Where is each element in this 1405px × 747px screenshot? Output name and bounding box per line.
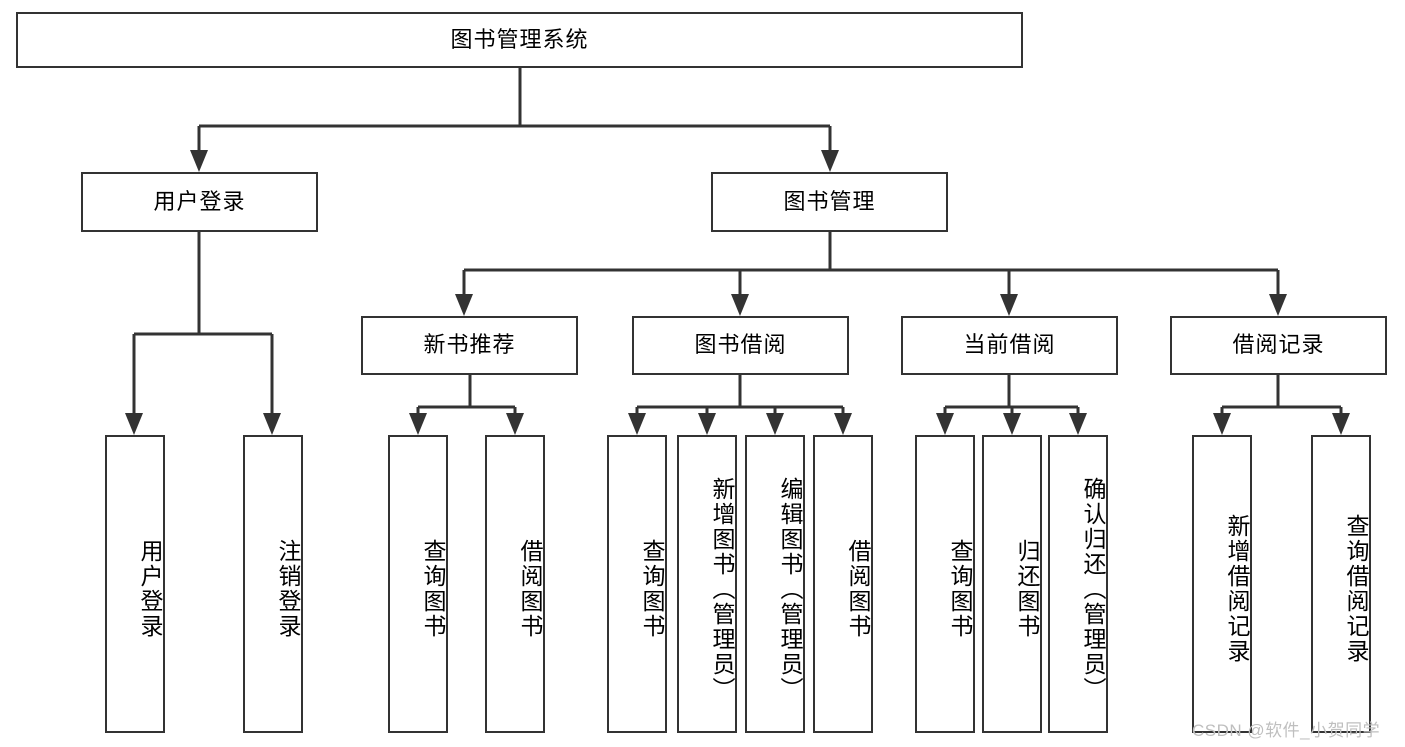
node-label: 归还图书 [1014, 539, 1040, 639]
node-leaf-borrow-book-2[interactable]: 借阅图书 [813, 435, 873, 733]
sub-arrow-2-1 [1003, 413, 1021, 435]
watermark-csdn: CSDN @软件_小贺同学 [1192, 721, 1381, 740]
node-label: 用户登录 [137, 539, 163, 639]
node-book-admin[interactable]: 图书管理 [711, 172, 948, 232]
sub-arrow-0-1 [506, 413, 524, 435]
sub-arrow-1-3 [834, 413, 852, 435]
sub-arrow-2-0 [936, 413, 954, 435]
node-label: 查询借阅记录 [1343, 514, 1369, 664]
book-admin-arrow-3 [1269, 294, 1287, 316]
sub-arrow-3-0 [1213, 413, 1231, 435]
node-label: 借阅图书 [517, 539, 543, 639]
node-current-borrow[interactable]: 当前借阅 [901, 316, 1118, 375]
node-label: 注销登录 [275, 539, 301, 639]
node-label: 用户登录 [153, 188, 246, 214]
root-arrow-0 [190, 150, 208, 172]
node-label: 图书管理系统 [450, 26, 589, 52]
node-label: 确认归还（管理员） [1080, 476, 1106, 702]
node-leaf-query-record[interactable]: 查询借阅记录 [1311, 435, 1371, 733]
root-arrow-1 [821, 150, 839, 172]
node-leaf-confirm-return[interactable]: 确认归还（管理员） [1048, 435, 1108, 733]
node-label: 编辑图书（管理员） [777, 476, 803, 702]
book-admin-arrow-2 [1000, 294, 1018, 316]
node-leaf-query-book-2[interactable]: 查询图书 [607, 435, 667, 733]
node-label: 新书推荐 [423, 332, 516, 358]
sub-arrow-1-1 [698, 413, 716, 435]
book-admin-arrow-0 [455, 294, 473, 316]
node-label: 新增借阅记录 [1224, 514, 1250, 664]
user-login-arrow-0 [125, 413, 143, 435]
node-leaf-query-book-3[interactable]: 查询图书 [915, 435, 975, 733]
node-label: 图书借阅 [694, 332, 787, 358]
node-new-book-rec[interactable]: 新书推荐 [361, 316, 578, 375]
sub-arrow-1-2 [766, 413, 784, 435]
node-root[interactable]: 图书管理系统 [16, 12, 1023, 68]
user-login-arrow-1 [263, 413, 281, 435]
node-leaf-query-book-1[interactable]: 查询图书 [388, 435, 448, 733]
node-label: 查询图书 [639, 539, 665, 639]
node-leaf-user-logout[interactable]: 注销登录 [243, 435, 303, 733]
node-leaf-edit-book[interactable]: 编辑图书（管理员） [745, 435, 805, 733]
sub-arrow-2-2 [1069, 413, 1087, 435]
node-label: 借阅记录 [1232, 332, 1325, 358]
node-label: 查询图书 [420, 539, 446, 639]
node-book-borrow[interactable]: 图书借阅 [632, 316, 849, 375]
node-user-login[interactable]: 用户登录 [81, 172, 318, 232]
node-leaf-add-record[interactable]: 新增借阅记录 [1192, 435, 1252, 733]
node-label: 图书管理 [783, 188, 876, 214]
node-label: 新增图书（管理员） [709, 476, 735, 702]
node-leaf-user-login[interactable]: 用户登录 [105, 435, 165, 733]
node-label: 借阅图书 [845, 539, 871, 639]
node-borrow-record[interactable]: 借阅记录 [1170, 316, 1387, 375]
node-leaf-borrow-book-1[interactable]: 借阅图书 [485, 435, 545, 733]
sub-arrow-3-1 [1332, 413, 1350, 435]
node-leaf-add-book[interactable]: 新增图书（管理员） [677, 435, 737, 733]
node-leaf-return-book[interactable]: 归还图书 [982, 435, 1042, 733]
sub-arrow-1-0 [628, 413, 646, 435]
book-admin-arrow-1 [731, 294, 749, 316]
sub-arrow-0-0 [409, 413, 427, 435]
node-label: 当前借阅 [963, 332, 1056, 358]
node-label: 查询图书 [947, 539, 973, 639]
